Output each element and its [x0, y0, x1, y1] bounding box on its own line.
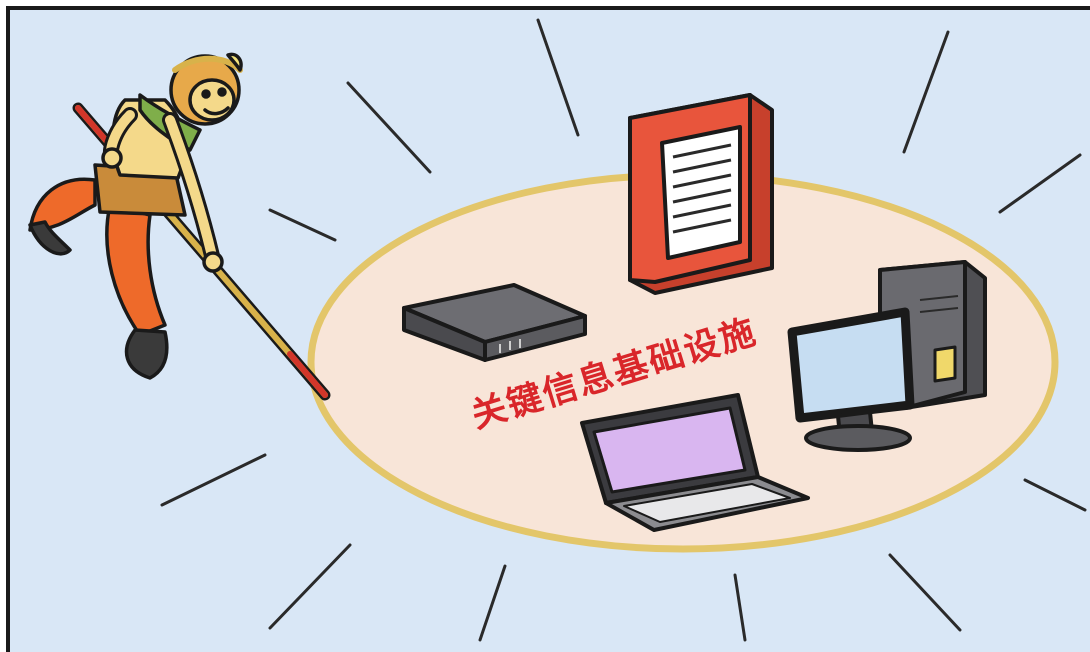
action-lines: [160, 18, 1087, 642]
router-icon: [402, 283, 587, 362]
laptop-icon: [580, 393, 810, 532]
server-rack-icon: [628, 93, 774, 295]
panel-frame: [6, 6, 1090, 652]
desktop-computer-icon: [787, 260, 987, 452]
monkey-king-with-staff-icon: [28, 52, 331, 401]
